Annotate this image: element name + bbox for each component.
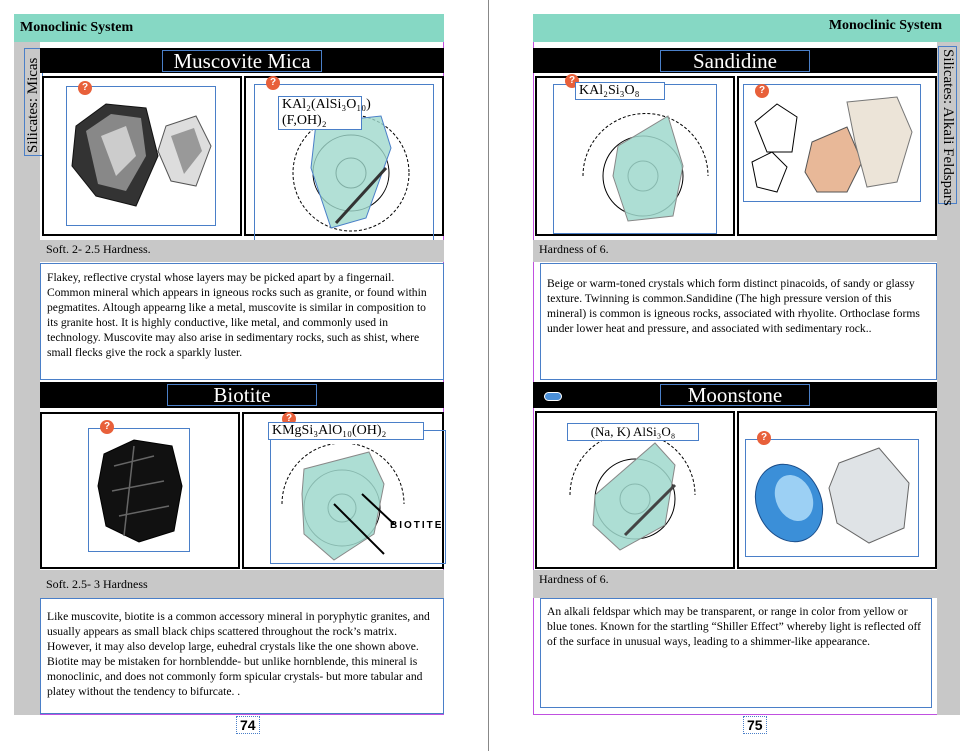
formula-label: KAl₂(AlSi₃O₁₀)(F,OH)₂ xyxy=(278,96,371,130)
side-tab-feldspars: Silicates: Alkali Feldspars xyxy=(938,46,957,206)
sandidine-diagram-cell: ? KAl₂Si₃O₈ xyxy=(535,74,735,236)
link-icon[interactable] xyxy=(544,392,562,401)
title-bar-sandidine: Sandidine xyxy=(533,48,937,73)
formula-label: KMgSi₃AlO₁₀(OH)₂ xyxy=(268,422,424,440)
moonstone-crystal-diagram xyxy=(569,435,696,551)
sandidine-photo-cell: ? xyxy=(737,76,937,236)
left-header: Monoclinic System xyxy=(14,14,444,42)
help-badge-icon[interactable]: ? xyxy=(757,431,771,445)
moonstone-specimen-image xyxy=(754,447,910,544)
hardness-band: Soft. 2- 2.5 Hardness. xyxy=(40,240,444,262)
moonstone-photo-cell: ? xyxy=(737,411,937,569)
moonstone-diagram-cell: (Na, K) AlSi₃O₈ xyxy=(535,411,735,569)
help-badge-icon[interactable]: ? xyxy=(78,81,92,95)
description-text: Beige or warm-toned crystals which form … xyxy=(540,263,937,380)
hardness-band: Hardness of 6. xyxy=(533,570,937,598)
mineral-title: Biotite xyxy=(167,384,317,406)
muscovite-diagram-cell: ? KAl₂(AlSi₃O₁₀)(F,OH)₂ xyxy=(244,76,444,248)
biotite-specimen-image xyxy=(97,439,183,543)
biotite-crystal-diagram xyxy=(281,444,405,561)
help-badge-icon[interactable]: ? xyxy=(100,420,114,434)
muscovite-crystal-diagram xyxy=(292,114,410,232)
header-title: Monoclinic System xyxy=(20,20,134,35)
biotite-diagram-cell: ? Biotite KMgSi₃AlO₁₀(OH)₂ xyxy=(242,412,446,569)
title-bar-muscovite: Muscovite Mica xyxy=(40,48,444,73)
right-header: Monoclinic System xyxy=(533,14,960,42)
description-text: Like muscovite, biotite is a common acce… xyxy=(40,598,444,714)
muscovite-specimen-image xyxy=(71,103,212,207)
mineral-title: Moonstone xyxy=(660,384,810,406)
spine xyxy=(488,0,489,751)
page-number: 75 xyxy=(743,716,767,734)
title-bar-moonstone: Moonstone xyxy=(533,382,937,408)
biotite-photo-cell: ? xyxy=(40,412,240,569)
page-number: 74 xyxy=(236,716,260,734)
sandidine-specimen-image xyxy=(751,96,913,193)
help-badge-icon[interactable]: ? xyxy=(755,84,769,98)
formula-label: KAl₂Si₃O₈ xyxy=(575,82,665,100)
right-margin-band xyxy=(937,42,960,715)
title-bar-biotite: Biotite xyxy=(40,382,444,408)
hardness-band: Soft. 2.5- 3 Hardness xyxy=(40,570,444,598)
left-margin-band xyxy=(14,42,40,715)
help-badge-icon[interactable]: ? xyxy=(266,76,280,90)
diagram-caption: Biotite xyxy=(390,520,444,531)
muscovite-photo-cell: ? xyxy=(42,76,242,236)
header-title: Monoclinic System xyxy=(828,18,942,33)
hardness-band: Hardness of 6. xyxy=(533,240,937,262)
description-text: Flakey, reflective crystal whose layers … xyxy=(40,263,444,380)
sandidine-crystal-diagram xyxy=(582,113,709,222)
mineral-title: Muscovite Mica xyxy=(162,49,322,72)
mineral-title: Sandidine xyxy=(660,49,810,72)
formula-label: (Na, K) AlSi₃O₈ xyxy=(567,423,699,441)
description-text: An alkali feldspar which may be transpar… xyxy=(540,598,932,708)
